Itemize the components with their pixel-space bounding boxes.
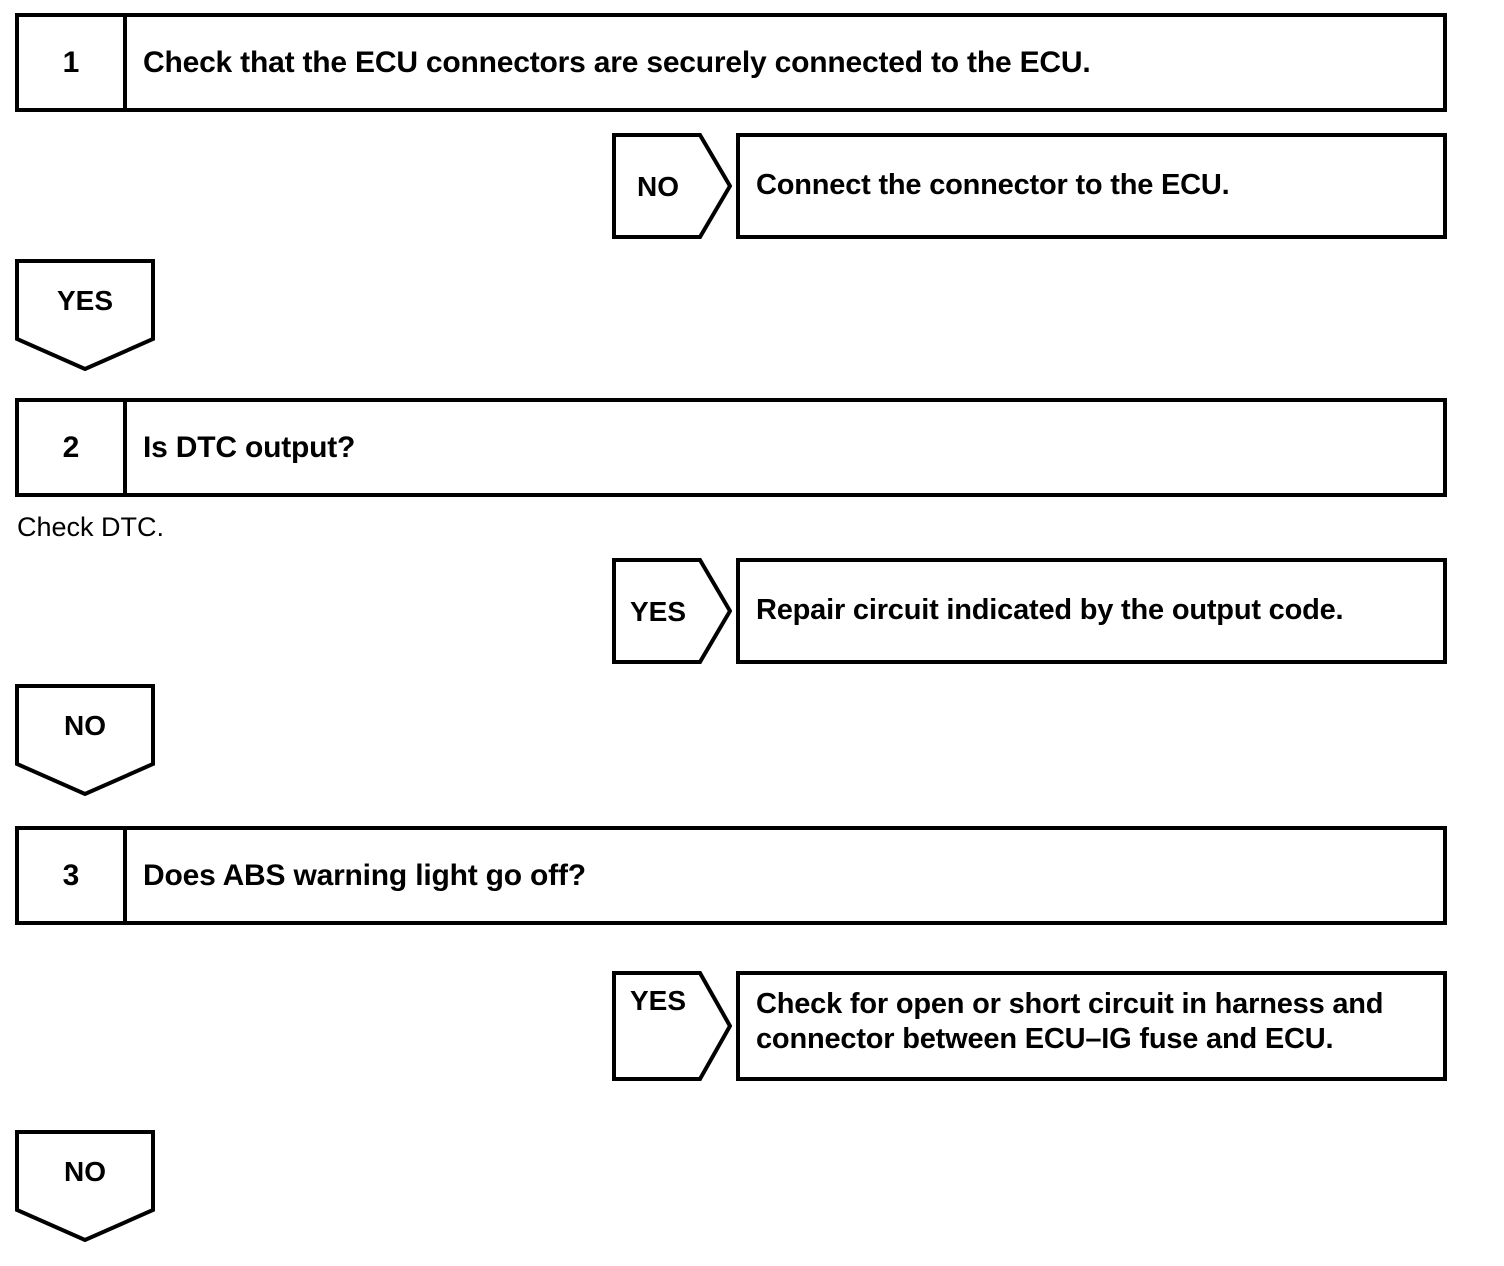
pentagon-down-icon	[15, 259, 155, 371]
result-text-1: Connect the connector to the ECU.	[756, 169, 1230, 202]
flow-answer-no-3: NO	[15, 1130, 155, 1242]
result-text-3: Check for open or short circuit in harne…	[740, 975, 1395, 1058]
pentagon-down-icon	[15, 1130, 155, 1242]
step-number-2: 2	[19, 402, 127, 493]
flow-answer-label: NO	[64, 1156, 106, 1187]
pentagon-right-icon	[612, 971, 732, 1081]
result-box-1: Connect the connector to the ECU.	[736, 133, 1447, 239]
pentagon-down-icon	[15, 684, 155, 796]
step-row-1: 1 Check that the ECU connectors are secu…	[15, 13, 1447, 112]
branch-answer-label: NO	[637, 171, 679, 202]
pentagon-right-icon	[612, 133, 732, 239]
step-number-1: 1	[19, 17, 127, 108]
branch-answer-yes-3: YES	[612, 971, 732, 1081]
flow-answer-label: NO	[64, 710, 106, 741]
branch-answer-yes-2: YES	[612, 558, 732, 664]
result-text-2: Repair circuit indicated by the output c…	[756, 594, 1344, 627]
result-box-3: Check for open or short circuit in harne…	[736, 971, 1447, 1081]
flow-answer-no-2: NO	[15, 684, 155, 796]
flow-answer-yes-1: YES	[15, 259, 155, 371]
branch-answer-label: YES	[629, 596, 687, 627]
step-number-3: 3	[19, 830, 127, 921]
step-text-2: Is DTC output?	[143, 430, 356, 464]
step-row-2: 2 Is DTC output?	[15, 398, 1447, 497]
caption-check-dtc: Check DTC.	[17, 512, 165, 542]
branch-answer-label: YES	[629, 985, 687, 1016]
pentagon-right-icon	[612, 558, 732, 664]
step-row-3: 3 Does ABS warning light go off?	[15, 826, 1447, 925]
step-text-3: Does ABS warning light go off?	[143, 858, 586, 892]
flow-answer-label: YES	[56, 285, 114, 316]
result-box-2: Repair circuit indicated by the output c…	[736, 558, 1447, 664]
result-text-3-line1: Check for open or short circuit in harne…	[756, 988, 1384, 1020]
step-text-1: Check that the ECU connectors are secure…	[143, 45, 1091, 79]
branch-answer-no-1: NO	[612, 133, 732, 239]
result-text-3-line2: connector between ECU–IG fuse and ECU.	[756, 1023, 1334, 1056]
